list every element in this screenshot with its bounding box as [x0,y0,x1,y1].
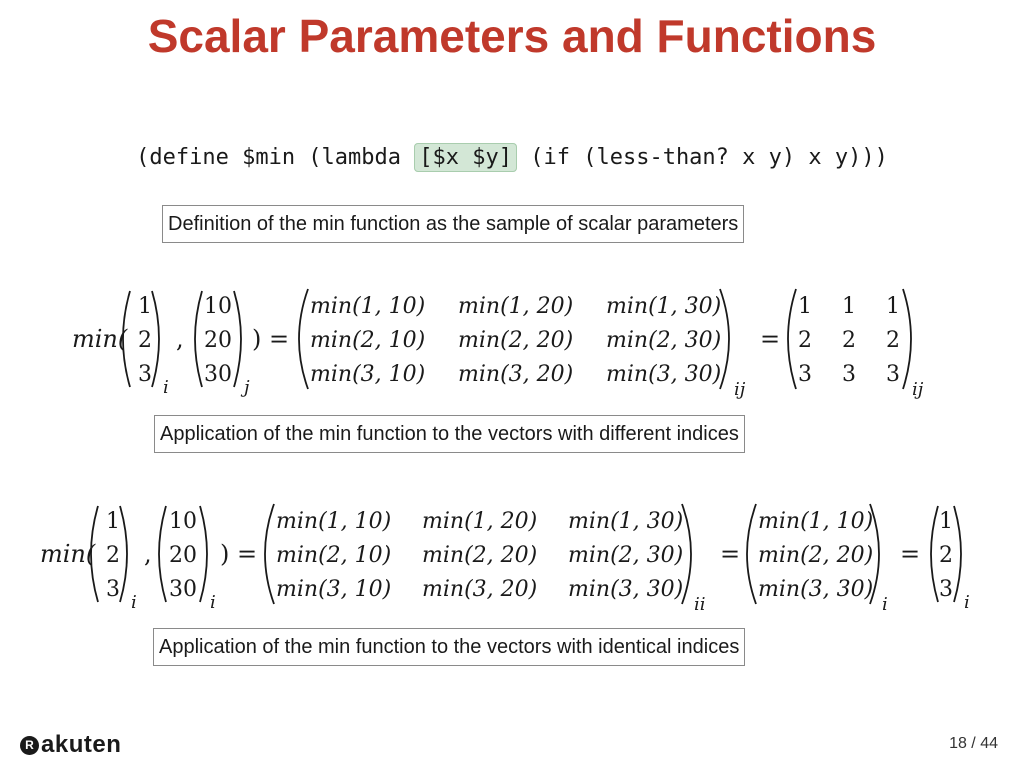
eq1-vec-a-index: i [163,377,169,398]
eq2-diag-index: i [882,594,888,615]
eq2-r-2: 2 [939,543,953,568]
eq2-matrix-rparen [681,503,692,605]
eq2-vec-a-2: 2 [106,543,120,568]
eq1-vec-a-1: 1 [138,294,152,319]
eq1-vec-b-1: 10 [204,294,232,319]
rakuten-logo-text: akuten [41,731,122,758]
eq2-m-1-0: min(2, 10) [276,543,391,568]
caption-definition: Definition of the min function as the sa… [162,205,745,243]
slide-title: Scalar Parameters and Functions [147,10,877,62]
caption-identical-indices: Application of the min function to the v… [153,628,746,666]
eq2-result-index: i [964,592,970,613]
eq2-equals-2: = [900,540,920,568]
eq1-m-2-1: min(3, 20) [458,362,573,387]
eq1-vec-a-2: 2 [138,328,152,353]
eq1-m-0-2: min(1, 30) [606,294,721,319]
eq1-m-0-0: min(1, 10) [310,294,425,319]
eq2-vec-b-rparen [199,505,208,603]
eq2-vec-a-lparen [90,505,99,603]
eq2-vec-b-1: 10 [169,509,197,534]
eq2-m-0-0: min(1, 10) [276,509,391,534]
eq2-diag-lparen [746,503,757,605]
eq1-vec-b-lparen [194,290,203,388]
eq1-vec-b-2: 20 [204,328,232,353]
eq1-r-0-1: 1 [842,294,856,319]
eq2-r-3: 3 [939,577,953,602]
code-highlight-params: [$x $y] [414,143,517,172]
eq1-comma: , [176,325,184,353]
eq2-m-2-1: min(3, 20) [422,577,537,602]
eq2-m-1-1: min(2, 20) [422,543,537,568]
eq2-m-0-2: min(1, 30) [568,509,683,534]
eq1-vec-a-3: 3 [138,362,152,387]
eq1-m-1-1: min(2, 20) [458,328,573,353]
eq2-m-2-0: min(3, 10) [276,577,391,602]
eq2-vec-b-2: 20 [169,543,197,568]
eq1-m-0-1: min(1, 20) [458,294,573,319]
eq2-close-eq: ) = [220,540,257,568]
eq1-r-0-0: 1 [798,294,812,319]
eq2-diag-3: min(3, 30) [758,577,873,602]
eq1-equals: = [760,325,780,353]
eq1-matrix-rparen [719,288,730,390]
eq1-m-1-0: min(2, 10) [310,328,425,353]
rakuten-r-icon: R [20,735,39,755]
eq2-result-rparen [953,505,962,603]
eq2-diag-rparen [869,503,880,605]
eq2-vec-a-1: 1 [106,509,120,534]
code-after: (if (less-than? x y) x y))) [517,145,888,170]
eq1-r-2-2: 3 [886,362,900,387]
eq2-m-0-1: min(1, 20) [422,509,537,534]
eq1-r-1-1: 2 [842,328,856,353]
eq1-r-2-0: 3 [798,362,812,387]
eq1-vec-a-rparen [151,290,160,388]
eq1-vec-b-index: j [240,377,250,398]
eq2-result-lparen [930,505,939,603]
equation-identical-indices: min( 1 2 3 i , 10 20 30 i ) = min(1, 10)… [40,503,970,615]
eq1-result-lparen [787,288,797,390]
page-number: 18 / 44 [949,735,998,752]
eq2-diag-1: min(1, 10) [758,509,873,534]
eq1-r-2-1: 3 [842,362,856,387]
eq1-matrix-index: ij [734,379,746,400]
eq1-close-eq: ) = [252,325,289,353]
code-before: (define $min (lambda [136,145,415,170]
caption-different-indices: Application of the min function to the v… [154,415,745,453]
eq1-r-0-2: 1 [886,294,900,319]
eq1-r-1-0: 2 [798,328,812,353]
eq2-equals-1: = [720,540,740,568]
eq2-m-1-2: min(2, 30) [568,543,683,568]
eq2-vec-a-rparen [119,505,128,603]
eq1-r-1-2: 2 [886,328,900,353]
eq1-m-1-2: min(2, 30) [606,328,721,353]
eq2-func: min( [40,540,96,568]
eq1-func: min( [72,325,128,353]
code-definition: (define $min (lambda [$x $y] (if (less-t… [0,140,1024,176]
eq2-m-2-2: min(3, 30) [568,577,683,602]
eq1-m-2-2: min(3, 30) [606,362,721,387]
eq2-vec-a-index: i [131,592,137,613]
eq2-vec-b-lparen [158,505,167,603]
eq2-comma: , [144,540,152,568]
eq2-vec-b-index: i [210,592,216,613]
eq2-r-1: 1 [939,509,953,534]
eq1-vec-b-rparen [233,290,242,388]
eq2-vec-b-3: 30 [169,577,197,602]
eq1-vec-a-lparen [122,290,131,388]
eq1-vec-b-3: 30 [204,362,232,387]
eq1-m-2-0: min(3, 10) [310,362,425,387]
equation-different-indices: min( 1 2 3 i , 10 20 30 j ) = min(1, 10)… [72,288,924,400]
eq2-matrix-index: ii [694,594,706,615]
eq1-matrix-lparen [298,288,309,390]
eq2-matrix-lparen [264,503,275,605]
eq2-vec-a-3: 3 [106,577,120,602]
eq2-diag-2: min(2, 20) [758,543,873,568]
eq1-result-rparen [902,288,912,390]
eq1-result-index: ij [912,379,924,400]
rakuten-logo: R akuten [20,730,121,760]
